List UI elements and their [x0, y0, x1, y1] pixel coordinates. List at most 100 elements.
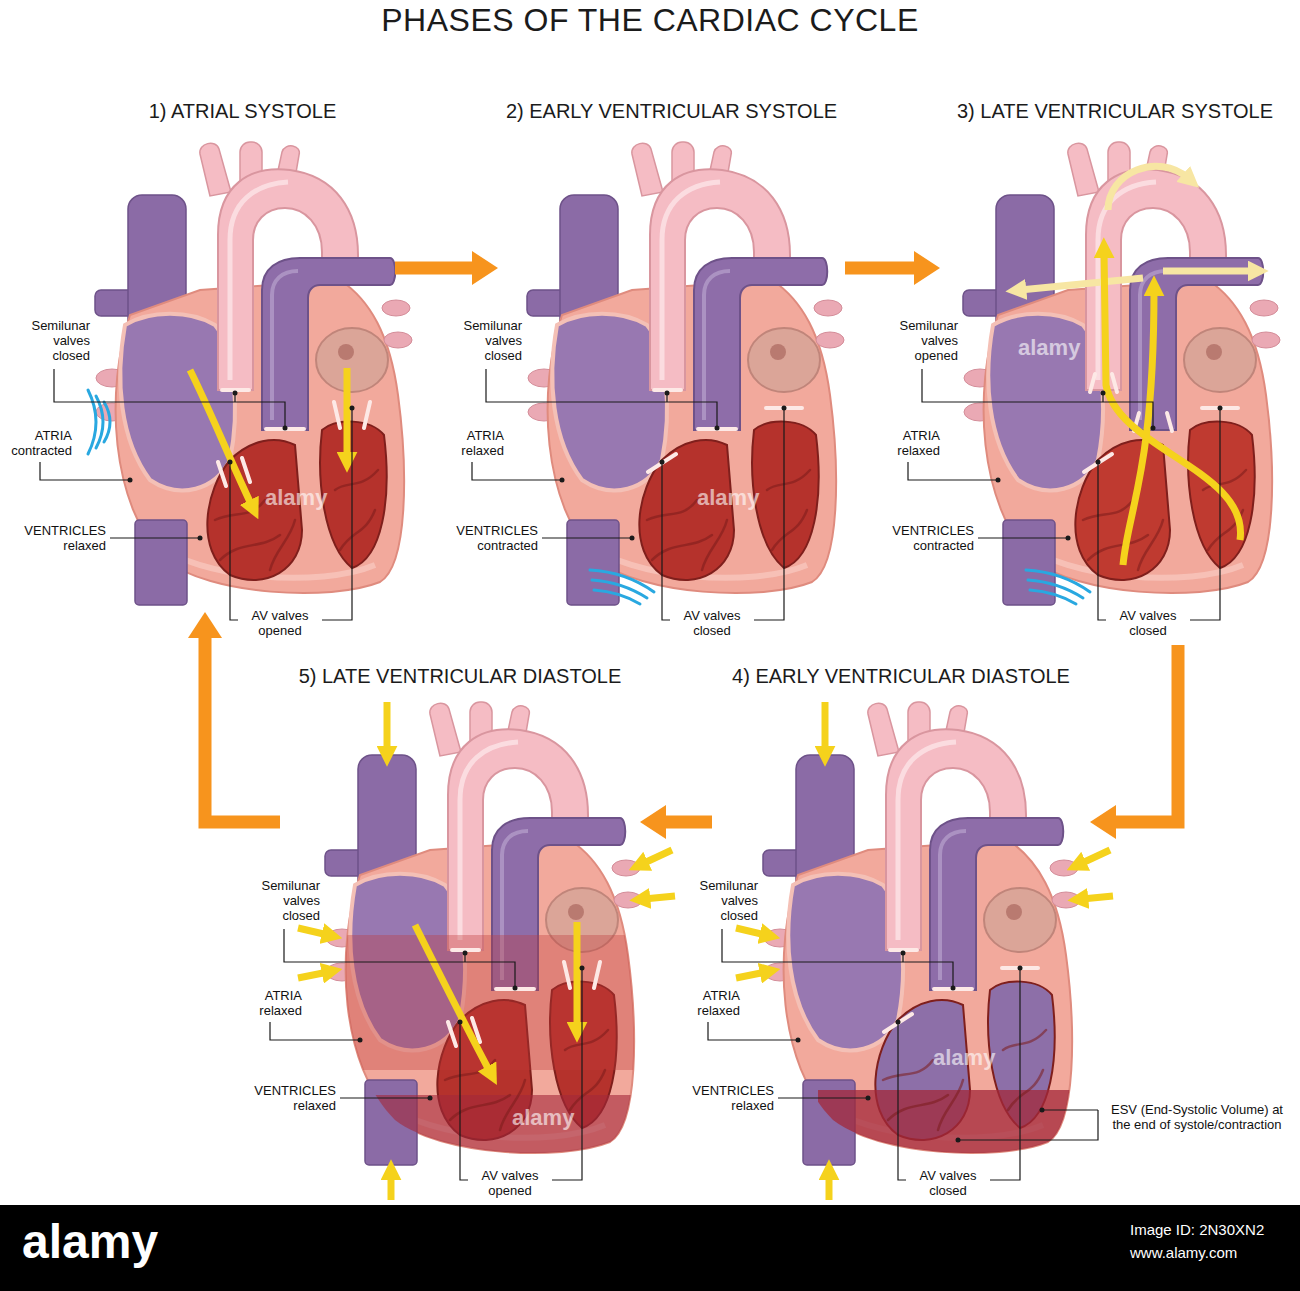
early-ventricular-diastole-heart — [796, 951, 1023, 1101]
cycle-arrow-shaft — [1114, 645, 1178, 822]
phase-panel: 2) EARLY VENTRICULAR SYSTOLE — [498, 95, 845, 612]
label-slot: VENTRICLES contracted — [446, 523, 538, 553]
cycle-arrow — [845, 251, 940, 285]
cycle-arrow-head — [1090, 805, 1116, 839]
late-ventricular-systole-heart — [1108, 166, 1188, 210]
label-slot: VENTRICLES relaxed — [14, 523, 106, 553]
label-slot: AV valves closed — [910, 1168, 986, 1198]
cycle-arrow-head — [472, 251, 498, 285]
cycle-arrow-head — [188, 612, 222, 638]
phase-heading: 1) ATRIAL SYSTOLE — [90, 95, 395, 124]
atrial-systole-heart — [88, 390, 110, 454]
atrial-systole-heart — [95, 142, 412, 605]
callout-label: ATRIA relaxed — [674, 988, 740, 1018]
label-slot: ESV (End-Systolic Volume) at the end of … — [1102, 1102, 1292, 1132]
callout-label: VENTRICLES relaxed — [682, 1083, 774, 1113]
label-slot: ATRIA contracted — [6, 428, 72, 458]
watermark: alamy — [512, 1105, 602, 1131]
early-ventricular-diastole-heart — [884, 968, 1038, 1032]
cycle-arrow-shaft — [664, 816, 712, 829]
atrial-systole-heart — [344, 368, 351, 458]
callout-label: ESV (End-Systolic Volume) at the end of … — [1102, 1102, 1292, 1132]
diagram-title: PHASES OF THE CARDIAC CYCLE — [0, 0, 1300, 40]
label-slot: AV valves closed — [1110, 608, 1186, 638]
cycle-arrow-shaft — [205, 636, 280, 822]
label-slot: ATRIA relaxed — [674, 988, 740, 1018]
phase-heading: 5) LATE VENTRICULAR DIASTOLE — [280, 660, 640, 689]
esv-band — [818, 1090, 1078, 1170]
callout-label: AV valves opened — [242, 608, 318, 638]
late-ventricular-diastole-heart — [270, 929, 582, 1180]
late-ventricular-systole-heart — [1026, 570, 1090, 604]
atrial-systole-heart — [222, 390, 304, 429]
label-slot: AV valves closed — [674, 608, 750, 638]
late-ventricular-systole-heart — [1020, 278, 1143, 290]
phase-panel: 3) LATE VENTRICULAR SYSTOLE — [940, 95, 1290, 645]
late-ventricular-diastole-heart — [298, 702, 675, 1200]
cycle-arrow-shaft — [845, 262, 916, 275]
label-slot: Image ID: 2N30XN2 — [1130, 1220, 1295, 1240]
label-slot: AV valves opened — [242, 608, 318, 638]
late-ventricular-systole-heart — [1163, 268, 1254, 275]
callout-label: Semilunar valves opened — [886, 318, 958, 363]
label-slot: Semilunar valves closed — [18, 318, 90, 363]
late-ventricular-systole-heart — [1083, 470, 1246, 570]
early-ventricular-diastole-heart — [883, 1030, 1046, 1130]
callout-label: VENTRICLES contracted — [882, 523, 974, 553]
label-slot: ATRIA relaxed — [236, 988, 302, 1018]
title-slot: PHASES OF THE CARDIAC CYCLE — [0, 0, 1300, 40]
label-slot: alamy — [697, 485, 787, 511]
stock-bar — [0, 1205, 1300, 1291]
early-ventricular-systole-heart — [752, 422, 819, 568]
early-ventricular-systole-heart — [647, 470, 810, 570]
early-ventricular-diastole-heart — [736, 702, 1113, 1200]
early-ventricular-systole-heart — [648, 408, 802, 472]
callout-label: ATRIA contracted — [6, 428, 72, 458]
callout-label: ATRIA relaxed — [874, 428, 940, 458]
callout-label: VENTRICLES relaxed — [244, 1083, 336, 1113]
late-ventricular-systole-heart — [908, 369, 1220, 620]
esv-band — [818, 1090, 1078, 1170]
label-slot: Semilunar valves opened — [886, 318, 958, 363]
cycle-arrow-shaft — [395, 262, 474, 275]
label-slot: alamy — [265, 485, 355, 511]
cycle-arrow — [395, 251, 498, 285]
label-slot: VENTRICLES relaxed — [682, 1083, 774, 1113]
site-url: www.alamy.com — [1130, 1243, 1295, 1263]
leader-dot — [956, 1138, 961, 1143]
cycle-arrow-head — [640, 805, 666, 839]
late-ventricular-diastole-heart — [415, 925, 490, 1072]
label-slot: Semilunar valves closed — [686, 878, 758, 923]
esv-leader — [958, 1110, 1098, 1140]
phase-heading: 2) EARLY VENTRICULAR SYSTOLE — [498, 95, 845, 124]
watermark: alamy — [697, 485, 787, 511]
watermark: alamy — [1018, 335, 1108, 361]
callout-label: AV valves closed — [910, 1168, 986, 1198]
watermark: alamy — [933, 1045, 1023, 1071]
atrial-systole-heart — [128, 391, 355, 541]
callout-label: VENTRICLES relaxed — [14, 523, 106, 553]
phase-panel: 1) ATRIAL SYSTOLE — [90, 95, 395, 612]
callout-label: Semilunar valves closed — [248, 878, 320, 923]
callout-label: AV valves closed — [1110, 608, 1186, 638]
label-slot: ATRIA relaxed — [874, 428, 940, 458]
callout-label: Semilunar valves closed — [686, 878, 758, 923]
phase-heading: 3) LATE VENTRICULAR SYSTOLE — [940, 95, 1290, 124]
late-ventricular-diastole-heart — [358, 951, 585, 1101]
phase-heading: 4) EARLY VENTRICULAR DIASTOLE — [712, 660, 1090, 689]
label-slot: alamy — [22, 1214, 262, 1270]
atrial-systole-heart — [190, 370, 252, 506]
cycle-arrow — [640, 805, 712, 839]
label-slot: alamy — [1018, 335, 1108, 361]
image-id: Image ID: 2N30XN2 — [1130, 1220, 1295, 1240]
label-slot: VENTRICLES contracted — [882, 523, 974, 553]
label-slot: Semilunar valves closed — [248, 878, 320, 923]
late-ventricular-systole-heart — [996, 391, 1223, 541]
callout-label: Semilunar valves closed — [450, 318, 522, 363]
label-slot: alamy — [512, 1105, 602, 1131]
callout-label: ATRIA relaxed — [438, 428, 504, 458]
label-slot: www.alamy.com — [1130, 1243, 1295, 1263]
leader-dot — [1040, 1108, 1045, 1113]
